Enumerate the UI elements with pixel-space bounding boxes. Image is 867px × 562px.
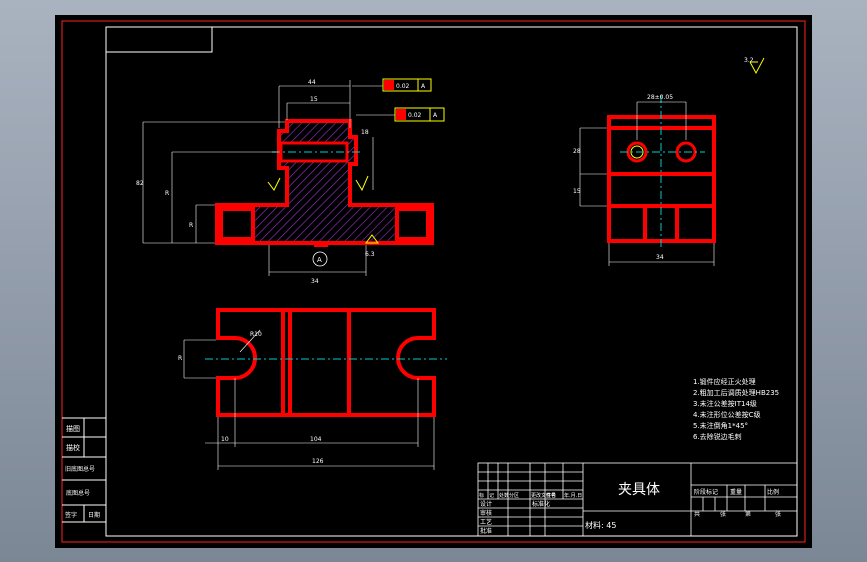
- datum-label: A: [317, 256, 322, 264]
- code-box: [105, 26, 213, 53]
- gdt2-tol: 0.02: [408, 112, 422, 119]
- sub-3: 张: [775, 510, 781, 518]
- dim-top-width: 44: [308, 79, 316, 86]
- plan-view: R10 R 10 104 126: [178, 308, 447, 470]
- sig-col-1: 记: [489, 492, 494, 499]
- head-scale: 比例: [767, 488, 779, 496]
- roughness-general-value: 3.2: [744, 57, 754, 64]
- part-name: 夹具体: [618, 482, 660, 498]
- dim-plan-radius: R10: [250, 331, 262, 338]
- sig-col-6: 年.月.日: [564, 492, 582, 499]
- dim-height-mid: R: [165, 190, 169, 197]
- dim-height-total: 82: [136, 180, 144, 187]
- left-strip: 描图 描校 旧底图总号 底图总号 签字 日期: [62, 417, 106, 523]
- strip-label-5: 日期: [88, 511, 100, 519]
- sub-1: 张: [720, 510, 726, 518]
- sig-row-2: 工艺: [480, 518, 492, 526]
- dim-plan-small: 10: [221, 436, 229, 443]
- note-3: 4.未注形位公差按C级: [693, 410, 761, 419]
- sub-2: 第: [745, 510, 751, 518]
- inner-frame: [105, 26, 798, 537]
- strip-label-4: 签字: [65, 511, 77, 519]
- strip-label-3: 底图总号: [66, 489, 90, 497]
- dim-side-base: 34: [656, 254, 664, 261]
- front-outline: [215, 119, 434, 245]
- roughness-symbol-general: 3.2: [744, 57, 765, 75]
- note-4: 5.未注倒角1*45°: [693, 421, 748, 430]
- gdt1-tol: 0.02: [396, 83, 410, 90]
- gdt-symbol-2: [396, 109, 406, 120]
- sig-col-5: 签名: [546, 492, 556, 499]
- head-stage: 阶段标记: [694, 488, 718, 496]
- note-2: 3.未注公差按IT14级: [693, 399, 757, 408]
- sig-row-1: 审核: [480, 509, 492, 517]
- section-hatch: [217, 121, 432, 243]
- datum-circle: [312, 251, 328, 267]
- front-key: [314, 243, 328, 247]
- dim-right-small: 18: [361, 129, 369, 136]
- dim-side-top: 28±0.05: [647, 94, 673, 101]
- roughness-side: [267, 177, 281, 191]
- sub-0: 共: [694, 510, 700, 518]
- strip-label-0: 描图: [66, 424, 80, 433]
- sig-row-0: 设计: [480, 500, 492, 508]
- front-left-slot: [219, 207, 255, 241]
- gdt-frame-1: [382, 78, 432, 92]
- dim-plan-vert: R: [178, 355, 182, 362]
- dim-base-width: 34: [311, 278, 319, 285]
- dim-inner-width: 15: [310, 96, 318, 103]
- dim-side-h1: 28: [573, 148, 581, 155]
- note-0: 1.锻件应经正火处理: [693, 377, 756, 386]
- sig-col-2: 处数: [499, 492, 509, 499]
- note-5: 6.去除锐边毛刺: [693, 432, 742, 441]
- gdt-symbol-1: [384, 80, 394, 90]
- dim-plan-mid: 104: [310, 436, 322, 443]
- note-1: 2.粗加工后调质处理HB235: [693, 388, 779, 397]
- sig-col-3: 分区: [509, 492, 519, 499]
- strip-label-2: 旧底图总号: [65, 465, 95, 473]
- dim-plan-total: 126: [312, 458, 324, 465]
- strip-label-1: 描校: [66, 443, 80, 452]
- title-block: [477, 462, 798, 537]
- dim-height-low: R: [189, 222, 193, 229]
- front-right-slot: [395, 207, 430, 241]
- gdt2-ref: A: [433, 112, 438, 119]
- gdt1-ref: A: [421, 83, 426, 90]
- material-label: 材料: 45: [585, 520, 616, 530]
- gdt-frame-2: [394, 107, 445, 122]
- sig-row-3: 批准: [480, 527, 492, 535]
- outer-frame: [61, 20, 806, 543]
- dim-side-h2: 15: [573, 188, 581, 195]
- roughness-right: [355, 175, 369, 192]
- technical-notes: 1.锻件应经正火处理 2.粗加工后调质处理HB235 3.未注公差按IT14级 …: [693, 377, 779, 441]
- side-view: 28±0.05 28 15 34: [573, 94, 716, 266]
- std-label: 标准化: [532, 500, 550, 508]
- front-view: 44 15 82 R R 34 18 A 6.3: [136, 78, 445, 285]
- head-weight: 重量: [730, 488, 742, 496]
- sig-col-0: 标: [479, 492, 484, 499]
- roughness-base-value: 6.3: [365, 251, 375, 258]
- plan-outline: [216, 308, 436, 417]
- roughness-base: [365, 234, 379, 244]
- sig-col-4: 更改文件号: [531, 492, 556, 499]
